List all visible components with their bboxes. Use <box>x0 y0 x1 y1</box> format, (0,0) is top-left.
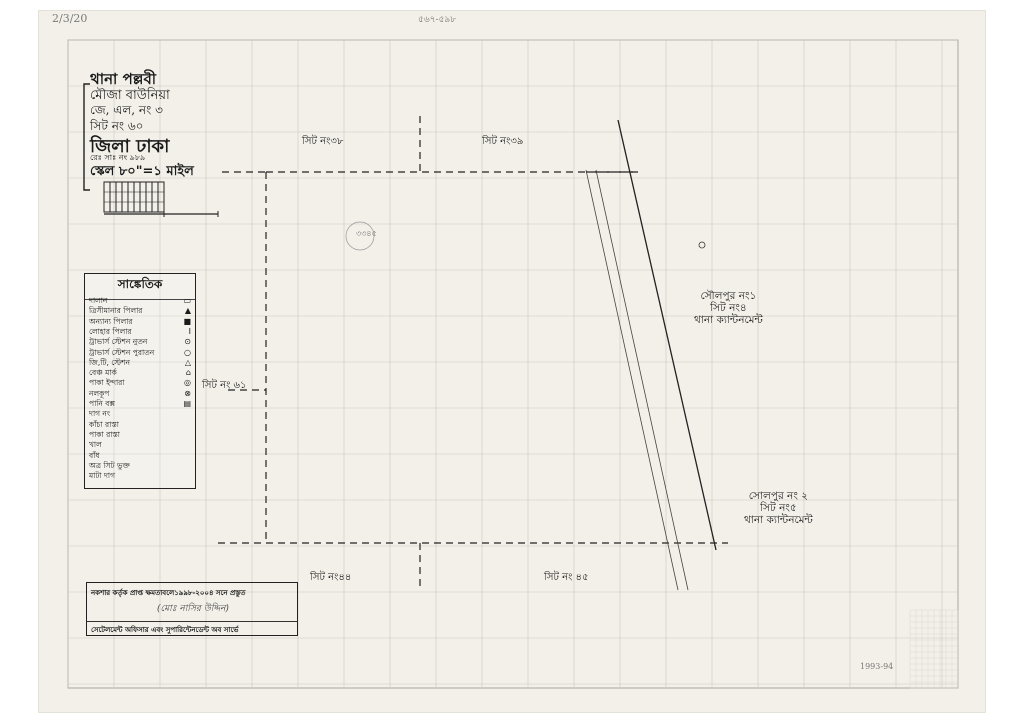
jl-number: জে, এল, নং ৩ <box>90 103 163 117</box>
legend-symbol-icon: ◎ <box>184 378 191 388</box>
legend-item: পাকা রাস্তা <box>89 430 191 440</box>
rs-number: রেঃ সাঃ নং ৯৮৯ <box>90 153 146 162</box>
village-2-sheet: সিট নং৫ <box>760 502 797 514</box>
legend-item: অন্যান্য পিলার ■ <box>89 317 191 327</box>
legend-symbol-icon: ▲ <box>184 306 191 316</box>
bottom-code: 1993-94 <box>860 662 894 671</box>
legend-item: জি,টি, স্টেশন △ <box>89 358 191 368</box>
legend-item: দাগ নং <box>89 409 191 419</box>
officer-signature: (মোঃ নাসির উদ্দিন) <box>157 604 229 614</box>
label-sheet-38: সিট নং৩৮ <box>302 136 344 147</box>
legend-item: বেঞ্চ মার্ক ⌂ <box>89 368 191 378</box>
legend-item-label: খাল <box>89 440 102 450</box>
label-sheet-44: সিট নং৪৪ <box>310 572 352 583</box>
legend-item-label: অন্যান্য পিলার <box>89 316 133 326</box>
certification-box: নকশার কর্তৃক প্রাপ্ত ক্ষমতাবলে১৯৯৮-২০০৪ … <box>86 582 298 636</box>
legend-symbol-icon: ⌂ <box>185 368 191 378</box>
legend-item-label: নলকূপ <box>89 388 110 398</box>
legend-item: পাকা ইন্দারা ◎ <box>89 378 191 388</box>
legend-item-label: পাকা ইন্দারা <box>89 378 125 388</box>
label-sheet-61: সিট নং ৬১ <box>202 380 247 391</box>
certification-line-1: নকশার কর্তৃক প্রাপ্ত ক্ষমতাবলে১৯৯৮-২০০৪ … <box>91 589 246 597</box>
pond-outline <box>345 221 375 251</box>
scale-bar-icon <box>103 181 219 217</box>
title-bracket-icon <box>83 83 90 191</box>
legend-item-label: বেঞ্চ মার্ক <box>89 368 117 378</box>
traverse-station-icon <box>698 241 706 249</box>
legend-symbol-icon: I <box>188 326 191 336</box>
legend-item: বাঁধ <box>89 451 191 461</box>
mouza-name: মৌজা বাউনিয়া <box>90 88 170 103</box>
legend-item-label: দালান <box>89 296 108 305</box>
legend-item-label: বাঁধ <box>89 450 100 460</box>
legend-box: সাঙ্কেতিক দালান▭ত্রিসীমানার পিলার▲অন্যান… <box>84 273 196 489</box>
legend-item: ট্রাভার্স স্টেশন পুরাতন ○ <box>89 348 191 358</box>
legend-item: খাল <box>89 440 191 450</box>
margin-code: ৫৬৭-৫৯৮ <box>418 15 457 25</box>
legend-item-label: ত্রিসীমানার পিলার <box>89 306 143 316</box>
village-1-sheet: সিট নং৪ <box>710 302 747 314</box>
mouza-boundary <box>617 119 717 551</box>
village-2-name: সোলপুর নং ২ <box>748 490 809 502</box>
road-edge-2 <box>595 169 689 591</box>
legend-item-label: অত্র সিট ভুক্ত <box>89 460 130 470</box>
legend-item: দালান ▭ <box>89 296 191 306</box>
legend-symbol-icon: ⊙ <box>184 337 191 347</box>
corner-note: 2/3/20 <box>52 12 88 25</box>
map-sheet: 2/3/20 ৫৬৭-৫৯৮ ৩৩৪৫ 1993-94 থানা পল্লবী … <box>38 10 986 713</box>
legend-item-label: জি,টি, স্টেশন <box>89 357 131 367</box>
legend-item: মাটা দাগ <box>89 471 191 481</box>
legend-item-label: ট্রাভার্স স্টেশন নুতন <box>89 337 148 347</box>
thana-name: থানা পল্লবী <box>90 70 157 88</box>
legend-item-label: কাঁচা রাস্তা <box>89 419 119 429</box>
legend-item: পানি বক্স ▤ <box>89 399 191 409</box>
village-label-2: সোলপুর নং ২ সিট নং৫ থানা ক্যান্টনমেন্ট <box>744 490 813 526</box>
village-2-thana: থানা ক্যান্টনমেন্ট <box>744 514 813 526</box>
legend-item: অত্র সিট ভুক্ত <box>89 461 191 471</box>
legend-symbol-icon: ○ <box>184 347 191 357</box>
legend-symbol-icon: △ <box>184 357 191 367</box>
sheet-number: সিট নং ৬০ <box>90 119 144 133</box>
village-1-name: সৌলপুর নং১ <box>700 290 757 302</box>
legend-item-label: পানি বক্স <box>89 399 115 408</box>
label-sheet-39: সিট নং৩৯ <box>482 136 524 147</box>
plot-number: ৩৩৪৫ <box>356 229 377 238</box>
legend-symbol-icon: ▤ <box>183 399 191 408</box>
legend-item: কাঁচা রাস্তা <box>89 420 191 430</box>
legend-item: লোহার পিলার I <box>89 327 191 337</box>
legend-symbol-icon: ▭ <box>183 296 191 305</box>
legend-item-label: লোহার পিলার <box>89 326 132 336</box>
legend-item-label: ট্রাভার্স স্টেশন পুরাতন <box>89 347 155 357</box>
legend-title: সাঙ্কেতিক <box>85 276 195 300</box>
map-scale: স্কেল ৮০"=১ মাইল <box>90 164 194 179</box>
legend-symbol-icon: ■ <box>183 316 191 326</box>
label-sheet-45: সিট নং ৪৫ <box>544 572 589 583</box>
certification-line-2: সেটেলমেন্ট অফিসার এবং সুপারিন্টেনডেন্ট অ… <box>87 621 297 636</box>
legend-symbol-icon: ⊗ <box>184 388 191 398</box>
road-edge-1 <box>585 169 679 591</box>
village-1-thana: থানা ক্যান্টনমেন্ট <box>694 314 763 326</box>
village-label-1: সৌলপুর নং১ সিট নং৪ থানা ক্যান্টনমেন্ট <box>694 290 763 326</box>
legend-item: ত্রিসীমানার পিলার ▲ <box>89 306 191 316</box>
legend-item-label: দাগ নং <box>89 409 111 419</box>
legend-item: ট্রাভার্স স্টেশন নুতন ⊙ <box>89 337 191 347</box>
legend-item: নলকূপ ⊗ <box>89 389 191 399</box>
district-name: জিলা ঢাকা <box>90 136 170 157</box>
legend-item-label: পাকা রাস্তা <box>89 429 120 439</box>
map-grid-and-boundaries <box>67 39 959 689</box>
legend-item-label: মাটা দাগ <box>89 471 116 481</box>
